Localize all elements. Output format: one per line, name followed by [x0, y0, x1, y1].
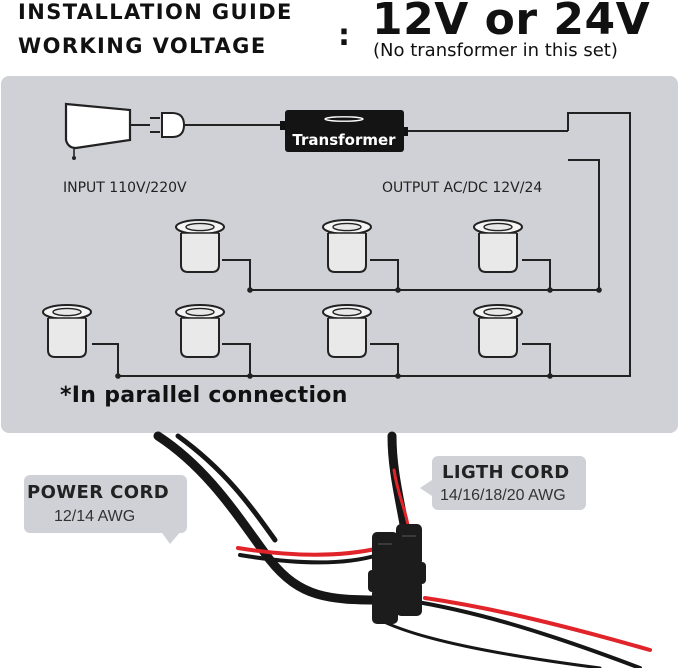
deck-light-icon — [175, 219, 225, 273]
deck-light-icon — [473, 219, 523, 273]
header-colon: : — [338, 18, 350, 53]
cable-photo — [153, 431, 652, 668]
transformer-note: (No transformer in this set) — [373, 40, 618, 61]
transformer-label: Transformer — [292, 131, 396, 149]
power-cord-title: POWER CORD — [27, 482, 170, 503]
light-cord-callout-pointer — [420, 480, 432, 496]
deck-light-icon — [473, 304, 523, 358]
wiring-lines — [92, 112, 631, 377]
transformer-icon: Transformer — [280, 110, 408, 152]
deck-light-icon — [322, 219, 372, 273]
power-cord-callout: POWER CORD 12/14 AWG — [24, 475, 187, 533]
plug-icon — [130, 112, 186, 138]
deck-lights — [42, 219, 523, 358]
light-cord-awg: 14/16/18/20 AWG — [440, 487, 566, 504]
header-title-installation: INSTALLATION GUIDE — [18, 0, 293, 24]
deck-light-icon — [322, 304, 372, 358]
deck-light-icon — [42, 304, 92, 358]
light-cord-callout: LIGTH CORD 14/16/18/20 AWG — [432, 456, 586, 510]
power-cord-callout-pointer — [160, 530, 182, 544]
power-cord-awg: 12/14 AWG — [54, 508, 136, 525]
waterproof-connector-icon — [368, 524, 426, 624]
light-cord-title: LIGTH CORD — [442, 462, 570, 483]
deck-light-icon — [175, 304, 225, 358]
parallel-connection-note: *In parallel connection — [60, 383, 348, 408]
output-voltage-label: OUTPUT AC/DC 12V/24 — [382, 180, 543, 196]
power-adapter-icon — [64, 102, 132, 160]
header-title-voltage: WORKING VOLTAGE — [18, 34, 267, 58]
junction-dots — [115, 287, 602, 379]
voltage-value: 12V or 24V — [372, 0, 651, 45]
input-voltage-label: INPUT 110V/220V — [63, 180, 187, 196]
